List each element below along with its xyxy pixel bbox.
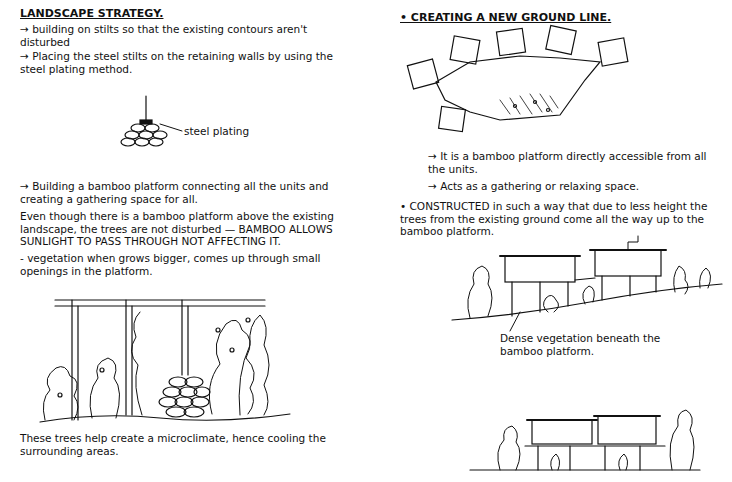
note-text: • CONSTRUCTED in such a way that due to … <box>400 200 720 238</box>
elevation-sketch <box>470 410 700 470</box>
platform-plan-sketch <box>407 26 628 132</box>
sheet-heading: LANDSCAPE STRATEGY. <box>20 8 270 21</box>
note-text: → Building a bamboo platform connecting … <box>20 180 350 205</box>
note-text: These trees help create a microclimate, … <box>20 432 355 457</box>
ground-line-section-sketch <box>452 236 722 331</box>
note-text: Dense vegetation beneath the bamboo plat… <box>500 332 670 357</box>
note-text: → Acts as a gathering or relaxing space. <box>428 180 718 193</box>
note-text: Even though there is a bamboo platform a… <box>20 210 355 248</box>
stilt-detail <box>121 96 182 146</box>
note-text: → building on stilts so that the existin… <box>20 23 350 48</box>
note-text: → Placing the steel stilts on the retain… <box>20 50 350 75</box>
platform-section-sketch <box>40 300 290 422</box>
note-text: → It is a bamboo platform directly acces… <box>428 150 718 175</box>
section-heading: • CREATING A NEW GROUND LINE. <box>400 12 700 25</box>
note-text: steel plating <box>184 125 274 138</box>
note-text: - vegetation when grows bigger, comes up… <box>20 252 350 277</box>
